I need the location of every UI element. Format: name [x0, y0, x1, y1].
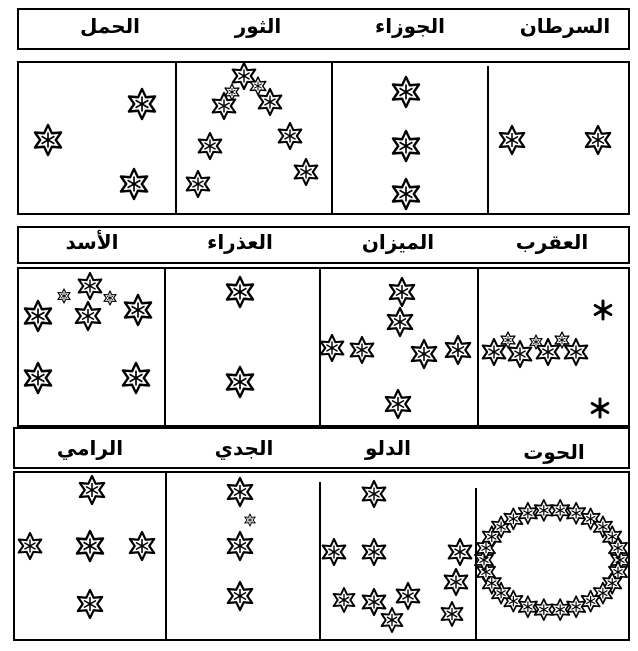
sign-label-aquarius: الدلو	[365, 436, 411, 460]
leo-star-8	[104, 291, 116, 305]
aries-star-2	[129, 89, 155, 119]
sign-label-libra: الميزان	[362, 230, 434, 254]
leo-star-7	[58, 289, 70, 303]
sagittarius-star-5	[78, 590, 102, 618]
libra-star-7	[386, 390, 410, 418]
libra-star-3	[321, 335, 344, 361]
stars-layer	[19, 63, 629, 632]
aquarius-star-5	[445, 569, 468, 595]
leo-star-2	[79, 273, 102, 299]
capricorn-star-3	[228, 582, 252, 610]
aquarius-star-1	[363, 481, 386, 507]
scorpio-asterisk-2	[592, 399, 608, 417]
sign-label-scorpio: العقرب	[516, 230, 589, 254]
leo-star-1	[25, 301, 51, 331]
libra-star-1	[390, 278, 414, 306]
virgo-star-2	[227, 367, 253, 397]
sign-label-cancer: السرطان	[520, 14, 611, 38]
sign-label-capricorn: الجدي	[215, 436, 274, 460]
capricorn-star-1	[228, 478, 252, 506]
libra-star-5	[412, 340, 436, 368]
leo-star-3	[76, 302, 100, 330]
cancer-star-1	[500, 126, 524, 154]
sign-label-aries: الحمل	[80, 14, 140, 38]
sign-label-gemini: الجوزاء	[375, 14, 445, 38]
sign-label-virgo: العذراء	[207, 230, 273, 254]
gemini-star-1	[393, 77, 419, 107]
taurus-star-5	[279, 123, 302, 149]
taurus-star-6	[187, 171, 210, 197]
libra-star-4	[351, 337, 374, 363]
libra-star-2	[388, 308, 412, 336]
aquarius-star-4	[449, 539, 472, 565]
taurus-star-3	[259, 89, 282, 115]
row1-content-box	[18, 62, 629, 214]
sagittarius-star-4	[130, 532, 154, 560]
sign-label-taurus: الثور	[235, 14, 282, 38]
gemini-star-3	[393, 179, 419, 209]
leo-star-4	[125, 295, 151, 325]
aries-star-3	[121, 169, 147, 199]
scorpio-asterisk-1	[595, 301, 611, 319]
aquarius-star-3	[363, 539, 386, 565]
sign-label-pisces: الحوت	[523, 440, 584, 464]
sign-label-sagittarius: الرامي	[57, 436, 123, 460]
aries-star-1	[35, 125, 61, 155]
aquarius-star-9	[382, 608, 403, 632]
gemini-star-2	[393, 131, 419, 161]
sagittarius-star-2	[19, 533, 42, 559]
libra-star-6	[446, 336, 470, 364]
taurus-star-4	[199, 133, 222, 159]
aquarius-star-6	[334, 588, 355, 612]
leo-star-6	[123, 363, 149, 393]
capricorn-star-4	[245, 514, 255, 526]
aquarius-star-8	[397, 583, 420, 609]
taurus-star-7	[295, 159, 318, 185]
aquarius-star-2	[323, 539, 346, 565]
aquarius-star-7	[363, 589, 386, 615]
scorpio-star-2	[509, 341, 532, 367]
sagittarius-star-1	[80, 476, 104, 504]
leo-star-5	[25, 363, 51, 393]
sagittarius-star-3	[77, 531, 103, 561]
aquarius-star-10	[442, 602, 463, 626]
sign-label-leo: الأسد	[66, 230, 119, 254]
capricorn-star-2	[228, 532, 252, 560]
cancer-star-2	[586, 126, 610, 154]
virgo-star-1	[227, 277, 253, 307]
